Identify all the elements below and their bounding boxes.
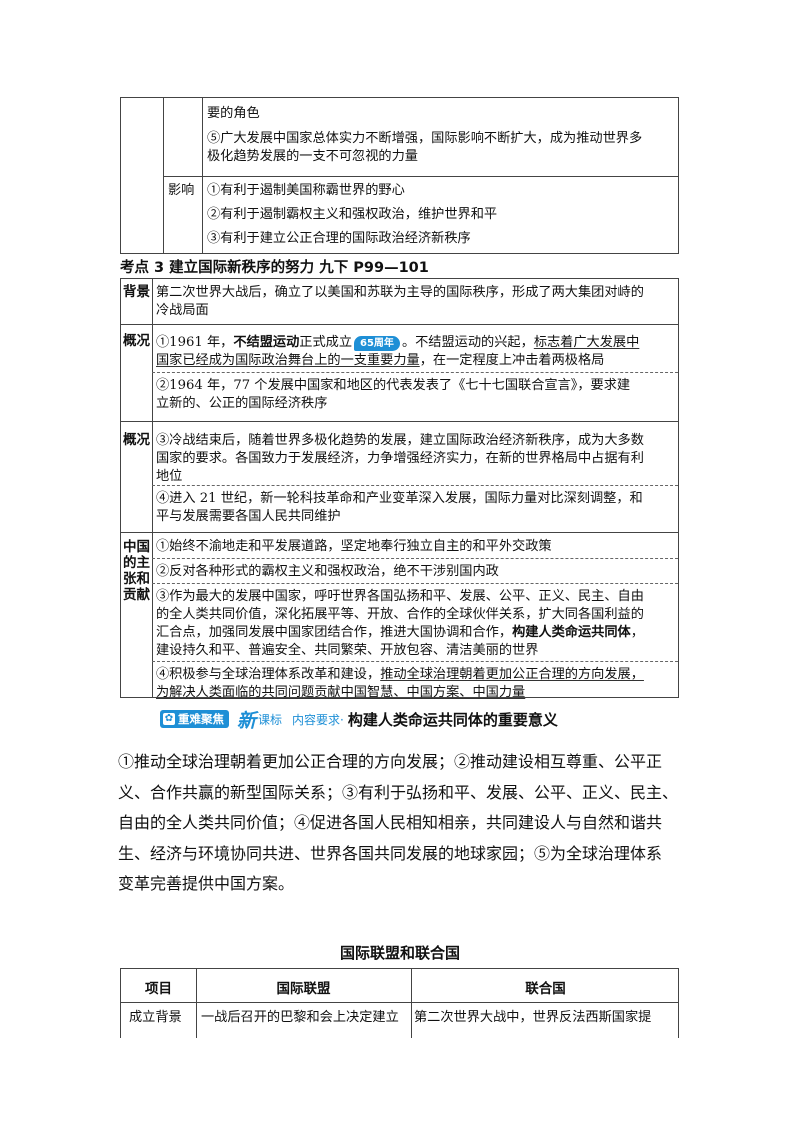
new-order-table: 背景 第二次世界大战后，确立了以美国和苏联为主导的国际秩序，形成了两大集团对峙的… — [120, 278, 679, 700]
label-china-line-1: 中国 — [123, 539, 150, 555]
china-item-4-text-a: ④积极参与全球治理体系改革和建设， — [156, 667, 381, 682]
china-item-4-line-1: ④积极参与全球治理体系改革和建设，推动全球治理朝着更加公正合理的方向发展， — [156, 666, 644, 684]
row-background-un: 第二次世界大战中，世界反法西斯国家提 — [414, 1010, 652, 1025]
non-aligned-movement-bold: 不结盟运动 — [233, 335, 300, 350]
impact-item-2: ②有利于遏制霸权主义和强权政治，维护世界和平 — [207, 207, 498, 222]
china-item-1: ①始终不渝地走和平发展道路，坚定地奉行独立自主的和平外交政策 — [156, 539, 552, 554]
impact-item-3: ③有利于建立公正合理的国际政治经济新秩序 — [207, 231, 471, 246]
row-background-label: 成立背景 — [129, 1010, 182, 1025]
significance-paragraph: ①推动全球治理朝着更加公正合理的方向发展；②推动建设相互尊重、公平正 义、合作共… — [118, 747, 684, 900]
china-item-3-line-4: 建设持久和平、普遍安全、共同繁荣、开放包容、清洁美丽的世界 — [156, 643, 539, 658]
anniversary-badge: 65周年 — [354, 336, 400, 351]
overview-item-1-text-a: ①1961 年， — [156, 335, 234, 350]
header-un: 联合国 — [525, 981, 566, 997]
league-un-table: 项目 国际联盟 联合国 成立背景 一战后召开的巴黎和会上决定建立 第二次世界大战… — [120, 968, 679, 1038]
row-background-league: 一战后召开的巴黎和会上决定建立 — [201, 1010, 399, 1025]
overview-item-1-line-2-rest: ，在一定程度上冲击着两极格局 — [419, 353, 605, 368]
background-line-2: 冷战局面 — [156, 303, 209, 318]
overview-item-1-text-d: 。不结盟运动的兴起， — [401, 335, 534, 350]
overview-item-2-line-2: 立新的、公正的国际经济秩序 — [156, 396, 328, 411]
community-shared-future-bold: 构建人类命运共同体 — [512, 625, 631, 640]
overview-item-3-line-1: ③冷战结束后，随着世界多极化趋势的发展，建立国际政治经济新秩序，成为大多数 — [156, 433, 644, 448]
overview-item-2-line-1: ②1964 年，77 个发展中国家和地区的代表发表了《七十七国联合宣言》，要求建 — [156, 378, 631, 393]
china-item-3-line-1: ③作为最大的发展中国家，呼吁世界各国弘扬和平、发展、公平、正义、民主、自由 — [156, 589, 644, 604]
china-item-3-line-3-end: ， — [630, 625, 644, 640]
label-china-line-2: 的主 — [123, 555, 150, 571]
china-item-4-underlined: 推动全球治理朝着更加公正合理的方向发展， — [380, 667, 644, 682]
impact-item-1: ①有利于遏制美国称霸世界的野心 — [207, 183, 405, 198]
bottom-table-title: 国际联盟和联合国 — [339, 944, 460, 962]
xin-logo: 新 — [237, 709, 257, 732]
overview-item-3-line-2: 国家的要求。各国致力于发展经济，力争增强经济实力，在新的世界格局中占据有利 — [156, 451, 644, 466]
label-china-line-3: 张和 — [123, 571, 150, 587]
overview-item-1-underlined: 标志着广大发展中 — [533, 335, 640, 350]
prev-table-row1-line3: 极化趋势发展的一支不可忽视的力量 — [207, 149, 418, 164]
china-item-3-line-2: 的全人类共同价值，深化拓展平等、开放、合作的全球伙伴关系，扩大同各国利益的 — [156, 607, 644, 622]
focus-tag: ✿重难聚焦 — [160, 710, 229, 728]
background-line-1: 第二次世界大战后，确立了以美国和苏联为主导的国际秩序，形成了两大集团对峙的 — [156, 285, 644, 300]
content-requirement: 内容要求· — [292, 712, 344, 727]
focus-tag-text: 重难聚焦 — [178, 712, 224, 726]
section-heading: 考点 3 建立国际新秩序的努力 九下 P99—101 — [120, 260, 429, 276]
paragraph-line-1: ①推动全球治理朝着更加公正合理的方向发展；②推动建设相互尊重、公平正 — [118, 752, 663, 771]
overview-item-4-line-1: ④进入 21 世纪，新一轮科技革命和产业变革深入发展，国际力量对比深刻调整，和 — [156, 491, 643, 506]
overview-item-1-line-2: 国家已经成为国际政治舞台上的一支重要力量，在一定程度上冲击着两极格局 — [156, 352, 604, 370]
focus-heading: ✿重难聚焦 新 课标 内容要求· 构建人类命运共同体的重要意义 — [160, 707, 558, 732]
label-overview-1: 概况 — [123, 333, 150, 349]
china-item-2: ②反对各种形式的霸权主义和强权政治，绝不干涉别国内政 — [156, 564, 499, 579]
focus-title: 构建人类命运共同体的重要意义 — [347, 710, 558, 729]
label-overview-2: 概况 — [123, 432, 150, 448]
overview-item-1-text-c: 正式成立 — [299, 335, 353, 350]
prev-table-row1-line2: ⑤广大发展中国家总体实力不断增强，国际影响不断扩大，成为推动世界多 — [207, 131, 643, 146]
header-item: 项目 — [145, 981, 172, 997]
header-league: 国际联盟 — [276, 981, 331, 997]
label-background: 背景 — [123, 284, 150, 300]
prev-table-row1-line1: 要的角色 — [207, 106, 260, 121]
china-item-3-line-3-text: 汇合点，加强同发展中国家团结合作，推进大国协调和合作， — [156, 625, 513, 640]
overview-item-1-line-2-underlined: 国家已经成为国际政治舞台上的一支重要力量 — [156, 353, 420, 368]
china-item-4-line-2: 为解决人类面临的共同问题贡献中国智慧、中国方案、中国力量 — [156, 685, 526, 700]
prev-table: 要的角色 ⑤广大发展中国家总体实力不断增强，国际影响不断扩大，成为推动世界多 极… — [120, 97, 679, 254]
overview-item-3-line-3: 地位 — [156, 469, 183, 484]
impact-label: 影响 — [168, 183, 195, 198]
paragraph-line-2: 义、合作共赢的新型国际关系；③有利于弘扬和平、发展、公平、正义、民主、 — [118, 782, 679, 802]
paragraph-line-5: 变革完善提供中国方案。 — [118, 874, 295, 893]
label-china-line-4: 贡献 — [123, 587, 150, 603]
kebiao-text: 课标 — [258, 712, 283, 727]
star-icon: ✿ — [163, 713, 175, 725]
china-item-3-line-3: 汇合点，加强同发展中国家团结合作，推进大国协调和合作，构建人类命运共同体， — [156, 624, 644, 642]
paragraph-line-3: 自由的全人类共同价值；④促进各国人民相知相亲，共同建设人与自然和谐共 — [118, 813, 663, 832]
paragraph-line-4: 生、经济与环境协同共进、世界各国共同发展的地球家园；⑤为全球治理体系 — [118, 843, 663, 863]
overview-item-4-line-2: 平与发展需要各国人民共同维护 — [156, 509, 341, 524]
